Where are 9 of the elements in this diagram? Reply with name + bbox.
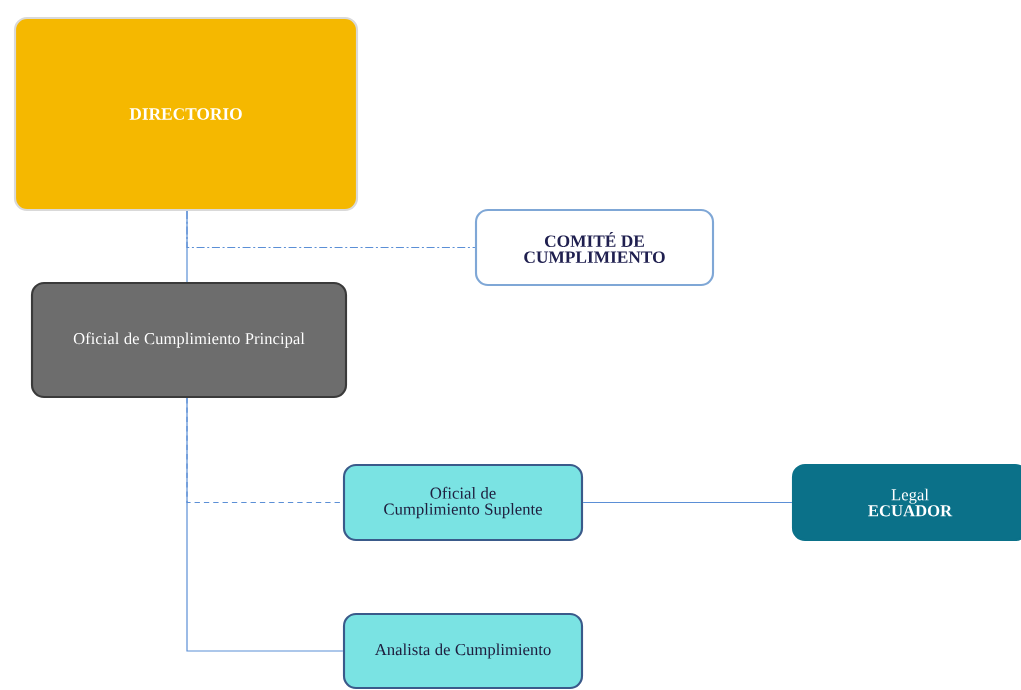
org-box: Analista de Cumplimiento (342, 612, 584, 690)
org-box: Oficial de Cumplimiento Principal (30, 281, 348, 399)
connector-line (186, 397, 344, 652)
org-box: COMITÉ DE CUMPLIMIENTO (474, 208, 715, 287)
org-box: Oficial de Cumplimiento Suplente (342, 463, 584, 542)
org-box: DIRECTORIO (13, 16, 359, 212)
connector-line (186, 210, 476, 249)
connector-line (582, 501, 793, 504)
org-box: Legal ECUADOR (791, 463, 1021, 542)
